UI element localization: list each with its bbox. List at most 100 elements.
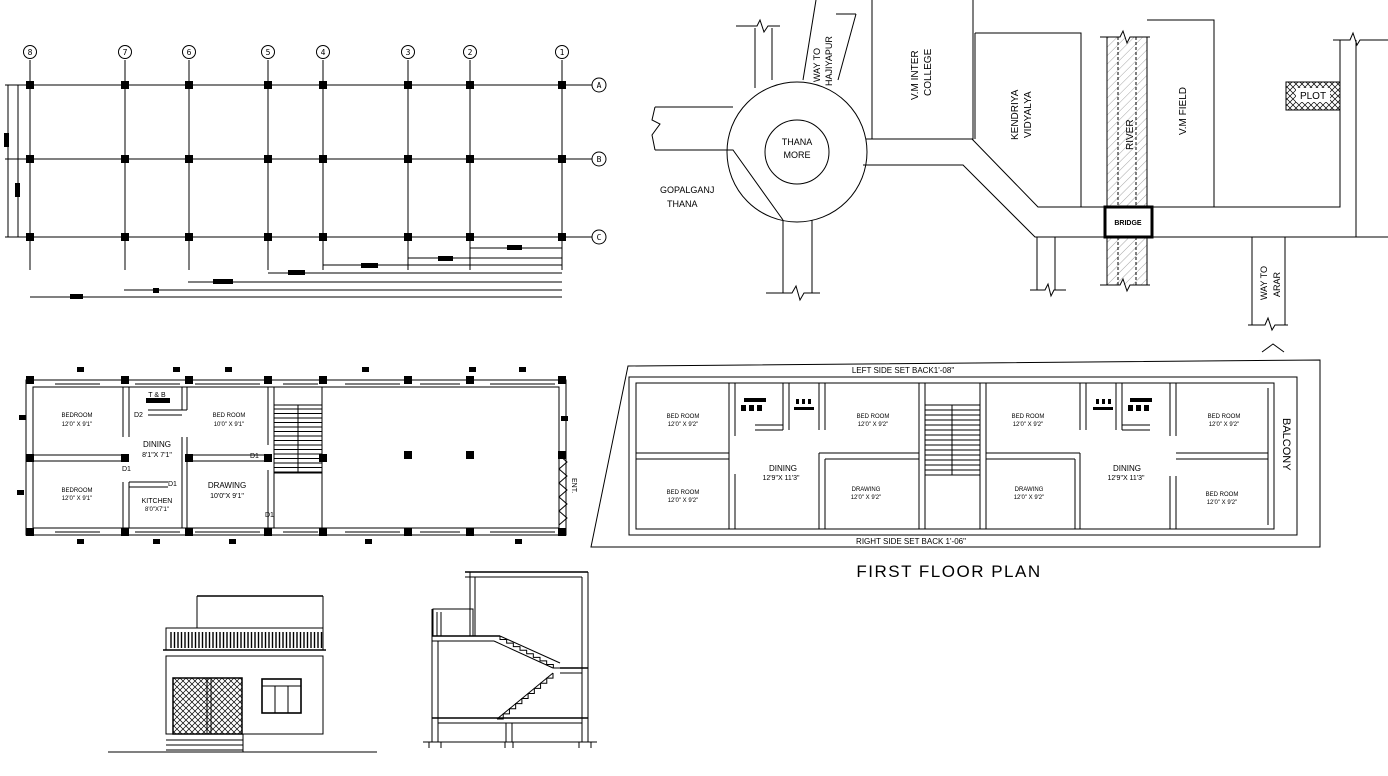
- gf-drawing-size: 10'0"X 9'1": [210, 493, 244, 500]
- gf-column: [26, 454, 34, 462]
- grid-column-number: 6: [187, 48, 192, 57]
- ff-bed6-label: BED ROOM: [1206, 492, 1239, 498]
- gf-door-d1c: D1: [250, 453, 259, 460]
- gf-tick-mark: [19, 415, 26, 420]
- ff-dining2-label: DINING: [1113, 464, 1141, 473]
- ff-dining1-size: 12'9"X 11'3": [762, 475, 800, 482]
- grid-column-marker: [404, 155, 412, 163]
- gf-tick-mark: [225, 367, 232, 372]
- gf-column: [319, 528, 327, 536]
- gf-tick-mark: [173, 367, 180, 372]
- gf-column: [185, 376, 193, 384]
- gf-tick-mark: [153, 539, 160, 544]
- grid-column-marker: [185, 155, 193, 163]
- gf-column: [121, 528, 129, 536]
- gf-door-d2: D2: [134, 412, 143, 419]
- grid-column-marker: [26, 155, 34, 163]
- gf-column: [466, 528, 474, 536]
- grid-column-number: 3: [406, 48, 411, 57]
- grid-column-marker: [558, 155, 566, 163]
- thana-more-label-1: THANA: [782, 137, 813, 147]
- grid-column-marker: [264, 233, 272, 241]
- vm-college-label-2: COLLEGE: [923, 48, 934, 96]
- gf-column: [558, 528, 566, 536]
- gf-entrance-label: ENT.: [570, 478, 577, 493]
- grid-column-marker: [185, 81, 193, 89]
- ff-bed5-size: 12'0" X 9'2": [1209, 422, 1240, 428]
- site-location-map: THANA MORE GOPALGANJ THANA WAY TO HAJIYA…: [651, 0, 1388, 353]
- gf-door-d1d: D1: [265, 512, 274, 519]
- gf-column: [264, 376, 272, 384]
- gf-bedroom1-label: BEDROOM: [61, 413, 92, 419]
- grid-column-marker: [264, 155, 272, 163]
- gf-tick-mark: [362, 367, 369, 372]
- ff-drawing2-size: 12'0" X 9'2": [1014, 495, 1045, 501]
- grid-column-number: 2: [468, 48, 473, 57]
- kendriya-label-2: VIDYALYA: [1023, 91, 1034, 138]
- bridge-label: BRIDGE: [1114, 220, 1142, 227]
- grid-column-marker: [264, 81, 272, 89]
- gf-column: [185, 528, 193, 536]
- ff-balcony-label: BALCONY: [1280, 418, 1292, 471]
- grid-column-number: 4: [321, 48, 326, 57]
- ff-dining1-label: DINING: [769, 464, 797, 473]
- arar-label-2: ARAR: [1272, 271, 1282, 297]
- gf-column: [264, 454, 272, 462]
- grid-row-b: B: [597, 155, 602, 164]
- gf-bedroom2-size: 10'0" X 9'1": [214, 422, 245, 428]
- grid-column-number: 1: [560, 48, 565, 57]
- ff-bed4-label: BED ROOM: [1012, 414, 1045, 420]
- ff-bed1-size: 12'0" X 9'2": [668, 422, 699, 428]
- ff-bed6-size: 12'0" X 9'2": [1207, 500, 1238, 506]
- grid-column-marker: [319, 155, 327, 163]
- gf-bedroom2-label: BED ROOM: [213, 413, 246, 419]
- hajiyapur-label-1: WAY TO: [812, 48, 822, 82]
- gf-column: [404, 376, 412, 384]
- ff-bed2-label: BED ROOM: [667, 490, 700, 496]
- gf-door-d1b: D1: [168, 481, 177, 488]
- gf-tick-mark: [17, 490, 24, 495]
- grid-column-marker: [466, 81, 474, 89]
- gf-column: [558, 451, 566, 459]
- grid-column-marker: [121, 155, 129, 163]
- ff-bed2-size: 12'0" X 9'2": [668, 498, 699, 504]
- grid-column-marker: [121, 81, 129, 89]
- ff-dining2-size: 12'9"X 11'3": [1107, 475, 1145, 482]
- gf-tick-mark: [77, 367, 84, 372]
- ff-drawing1-label: DRAWING: [852, 487, 881, 493]
- plot-label: PLOT: [1300, 91, 1326, 102]
- ff-drawing2-label: DRAWING: [1015, 487, 1044, 493]
- grid-column-marker: [466, 233, 474, 241]
- gf-tb-label: T & B: [148, 392, 166, 399]
- ground-floor-plan: T & B BEDROOM 12'0" X 9'1" BED ROOM 10'0…: [17, 367, 577, 544]
- ff-bed3-label: BED ROOM: [857, 414, 890, 420]
- grid-column-number: 5: [266, 48, 271, 57]
- hajiyapur-label-2: HAJIYAPUR: [824, 36, 834, 86]
- gf-kitchen-label: KITCHEN: [142, 498, 173, 505]
- ff-right-setback: RIGHT SIDE SET BACK 1'-06": [856, 537, 966, 546]
- ff-bed1-label: BED ROOM: [667, 414, 700, 420]
- grid-column-number: 8: [28, 48, 33, 57]
- grid-column-marker: [26, 81, 34, 89]
- grid-column-marker: [404, 81, 412, 89]
- gf-bedroom3-size: 12'0" X 9'1": [62, 496, 93, 502]
- grid-column-marker: [319, 233, 327, 241]
- ff-bed3-size: 12'0" X 9'2": [858, 422, 889, 428]
- gf-column: [466, 376, 474, 384]
- first-floor-plan: LEFT SIDE SET BACK1'-08" RIGHT SIDE SET …: [590, 359, 1321, 581]
- gf-bedroom3-label: BEDROOM: [61, 488, 92, 494]
- arar-label-1: WAY TO: [1259, 266, 1269, 300]
- grid-row-c: C: [597, 233, 602, 242]
- gf-tick-mark: [519, 367, 526, 372]
- gf-drawing-label: DRAWING: [208, 481, 246, 490]
- gf-column: [121, 454, 129, 462]
- front-elevation: [108, 595, 377, 753]
- vm-field-label: V.M FIELD: [1178, 87, 1189, 135]
- gf-tick-mark: [229, 539, 236, 544]
- gf-column: [319, 376, 327, 384]
- gf-dining-size: 8'1"X 7'1": [142, 452, 172, 459]
- ff-left-setback: LEFT SIDE SET BACK1'-08": [852, 366, 954, 375]
